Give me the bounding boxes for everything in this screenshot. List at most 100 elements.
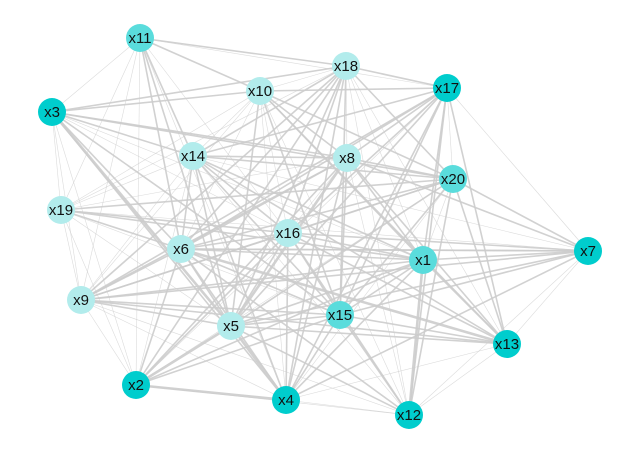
edge-x19-x9	[60, 209, 82, 301]
edge-x18-x15	[339, 65, 347, 316]
node-circle[interactable]	[246, 77, 274, 105]
edge-x18-x12	[345, 65, 410, 416]
node-circle[interactable]	[333, 144, 361, 172]
edge-x3-x10	[51, 90, 261, 113]
edge-x16-x1	[287, 232, 424, 261]
edge-x11-x9	[80, 37, 141, 301]
edge-x5-x12	[230, 325, 410, 416]
edge-x14-x8	[192, 155, 348, 159]
edge-x20-x19	[60, 178, 454, 211]
node-x17[interactable]: x17	[433, 74, 461, 102]
node-x19[interactable]: x19	[47, 196, 75, 224]
edge-x15-x2	[135, 314, 341, 386]
edge-x8-x19	[60, 157, 348, 211]
node-x4[interactable]: x4	[272, 386, 300, 414]
node-x7[interactable]: x7	[574, 237, 602, 265]
edge-x9-x13	[80, 299, 508, 345]
node-x14[interactable]: x14	[179, 142, 207, 170]
node-x2[interactable]: x2	[122, 371, 150, 399]
edge-x14-x7	[192, 155, 589, 252]
edge-x18-x17	[345, 65, 448, 89]
node-circle[interactable]	[409, 246, 437, 274]
node-label: x7	[580, 243, 596, 260]
edge-x9-x12	[80, 299, 410, 416]
edge-x1-x5	[230, 259, 424, 327]
node-circle[interactable]	[47, 196, 75, 224]
node-x10[interactable]: x10	[246, 77, 274, 105]
node-label: x19	[49, 202, 73, 219]
node-circle[interactable]	[332, 52, 360, 80]
node-label: x9	[73, 292, 89, 309]
edge-x1-x7	[422, 250, 589, 261]
node-circle[interactable]	[433, 74, 461, 102]
node-x12[interactable]: x12	[395, 401, 423, 429]
edge-x16-x9	[80, 232, 289, 301]
edge-x17-x7	[446, 87, 589, 252]
node-x8[interactable]: x8	[333, 144, 361, 172]
edge-x7-x4	[285, 250, 589, 401]
node-circle[interactable]	[38, 98, 66, 126]
node-circle[interactable]	[272, 386, 300, 414]
node-x6[interactable]: x6	[167, 235, 195, 263]
edge-x14-x16	[192, 155, 289, 234]
edge-x6-x2	[135, 248, 182, 386]
node-circle[interactable]	[395, 401, 423, 429]
node-x9[interactable]: x9	[67, 286, 95, 314]
edge-x7-x6	[180, 248, 589, 252]
edge-x17-x8	[346, 87, 448, 159]
node-label: x17	[435, 80, 459, 97]
edge-x17-x4	[285, 87, 448, 401]
edge-x11-x19	[60, 37, 141, 211]
edge-x10-x15	[259, 90, 341, 316]
edge-x18-x16	[287, 65, 347, 234]
node-circle[interactable]	[167, 235, 195, 263]
edge-x14-x2	[135, 155, 194, 386]
node-x1[interactable]: x1	[409, 246, 437, 274]
node-x20[interactable]: x20	[439, 165, 467, 193]
node-label: x16	[276, 225, 300, 242]
node-circle[interactable]	[122, 371, 150, 399]
edge-x10-x20	[259, 90, 454, 180]
edge-x17-x13	[446, 87, 508, 345]
edge-x18-x9	[80, 65, 347, 301]
node-circle[interactable]	[179, 142, 207, 170]
edge-x3-x6	[51, 111, 182, 250]
node-layer: x1 x2 x3 x4 x5 x6 x7 x8 x9 x10 x11 x12 x13 x14 x15 x16 x…	[38, 24, 602, 429]
edge-x7-x9	[80, 250, 589, 301]
node-circle[interactable]	[493, 330, 521, 358]
node-x11[interactable]: x11	[126, 24, 154, 52]
node-x18[interactable]: x18	[332, 52, 360, 80]
edge-x1-x9	[80, 259, 424, 301]
edge-x5-x4	[229, 325, 288, 401]
edge-x18-x1	[345, 65, 424, 261]
node-x5[interactable]: x5	[217, 312, 245, 340]
node-x3[interactable]: x3	[38, 98, 66, 126]
node-label: x6	[173, 241, 189, 258]
node-x16[interactable]: x16	[274, 219, 302, 247]
edge-x15-x12	[339, 314, 410, 416]
edge-x10-x18	[259, 65, 347, 92]
node-x13[interactable]: x13	[493, 330, 521, 358]
edge-x9-x5	[80, 299, 232, 327]
edge-x14-x19	[60, 155, 194, 211]
node-circle[interactable]	[274, 219, 302, 247]
edge-x8-x2	[135, 157, 348, 386]
edge-layer	[51, 37, 589, 416]
edge-x19-x16	[60, 209, 289, 234]
edge-x17-x20	[446, 87, 454, 180]
node-circle[interactable]	[126, 24, 154, 52]
edge-x10-x19	[60, 90, 261, 211]
node-circle[interactable]	[574, 237, 602, 265]
edge-x6-x13	[180, 247, 508, 346]
edge-x14-x9	[80, 155, 194, 301]
edge-x18-x14	[192, 65, 347, 157]
node-circle[interactable]	[217, 312, 245, 340]
node-circle[interactable]	[439, 165, 467, 193]
edge-x6-x12	[180, 248, 410, 416]
edge-x9-x4	[80, 299, 287, 401]
node-x15[interactable]: x15	[326, 301, 354, 329]
node-circle[interactable]	[67, 286, 95, 314]
edge-x20-x1	[422, 178, 454, 261]
edge-x8-x1	[346, 157, 424, 261]
node-circle[interactable]	[326, 301, 354, 329]
